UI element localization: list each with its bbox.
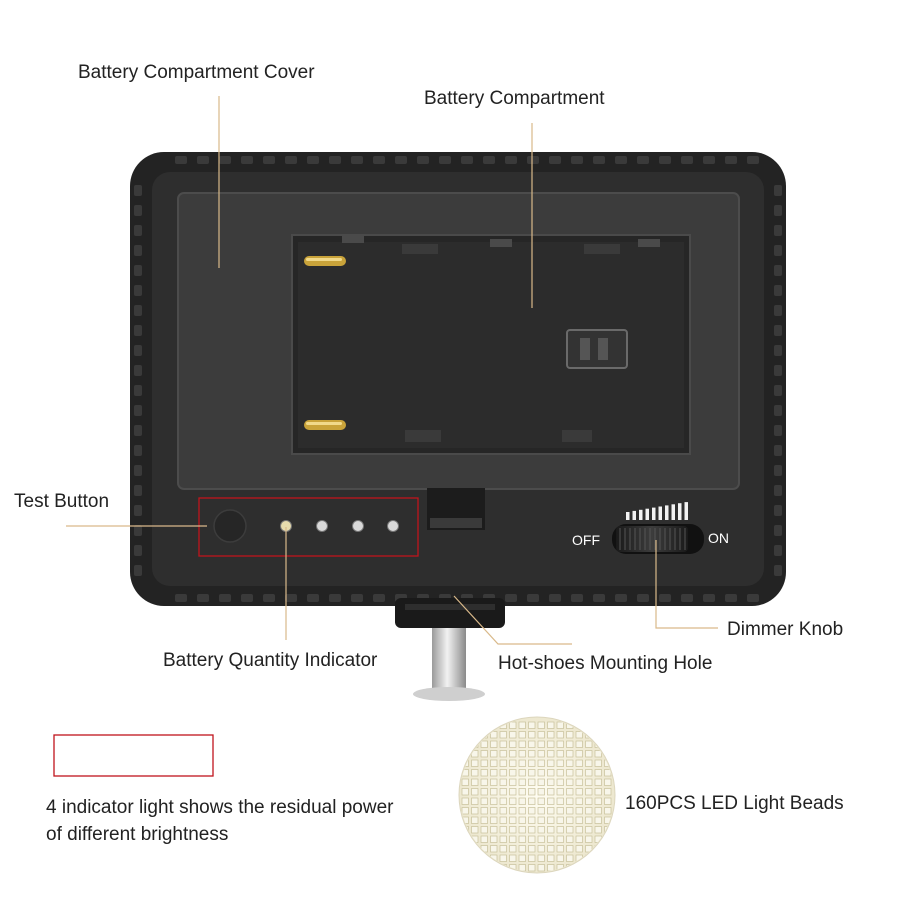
callout-lines: [66, 96, 718, 645]
dimmer-knob: [612, 524, 704, 554]
label-hot-shoe-mounting-hole: Hot-shoes Mounting Hole: [498, 653, 713, 674]
cover-release-tab: [427, 488, 485, 530]
battery-latch: [566, 329, 628, 369]
label-battery-compartment: Battery Compartment: [424, 88, 605, 109]
label-battery-quantity-indicator: Battery Quantity Indicator: [163, 650, 378, 671]
battery-contact-bottom: [304, 420, 346, 430]
vent-slots-right: [774, 185, 782, 576]
note-line-2: of different brightness: [46, 824, 229, 845]
battery-compartment: [291, 234, 691, 455]
vent-slots-top: [175, 156, 759, 164]
dimmer-level-bars: [626, 502, 688, 520]
indicator-led: [352, 520, 364, 532]
vent-slots-left: [134, 185, 142, 576]
note-line-1: 4 indicator light shows the residual pow…: [46, 797, 394, 818]
label-battery-compartment-cover: Battery Compartment Cover: [78, 62, 315, 83]
led-beads-closeup: [458, 716, 616, 874]
label-test-button: Test Button: [14, 491, 110, 512]
indicator-led: [387, 520, 399, 532]
indicator-highlight-box: [198, 497, 419, 557]
hot-shoe-mount: [395, 598, 505, 628]
dimmer-off-label: OFF: [572, 532, 600, 548]
indicator-led: [316, 520, 328, 532]
legend-highlight-box: [53, 734, 214, 777]
label-led-beads: 160PCS LED Light Beads: [625, 793, 844, 814]
label-dimmer-knob: Dimmer Knob: [727, 619, 844, 640]
battery-contact-top: [304, 256, 346, 266]
battery-indicator-leds: [280, 520, 399, 532]
dimmer-on-label: ON: [708, 530, 729, 546]
mounting-post: [413, 625, 485, 701]
test-button: [213, 509, 247, 543]
